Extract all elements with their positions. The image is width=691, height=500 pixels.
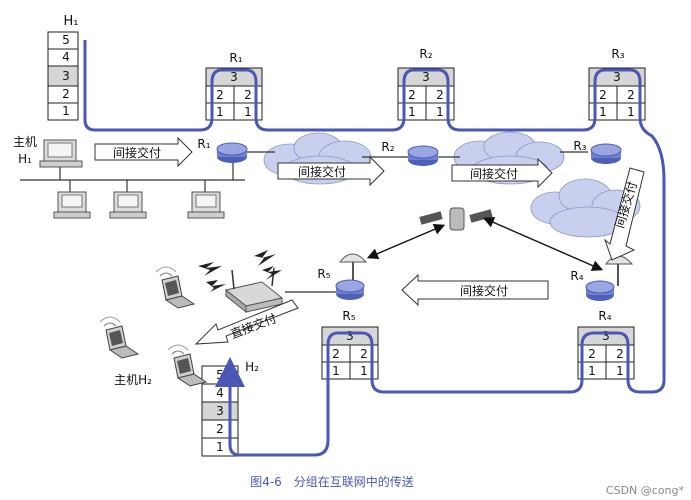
router-icon	[590, 143, 622, 164]
r4-protocol-stack: 3 2 2 1 1 R₄	[577, 309, 635, 380]
svg-text:3: 3	[230, 70, 238, 84]
svg-text:1: 1	[627, 105, 635, 119]
desktop-icon	[187, 191, 225, 219]
svg-text:3: 3	[346, 329, 354, 343]
r4-stack-label: R₄	[598, 309, 611, 323]
watermark: CSDN @cong*	[606, 484, 685, 497]
satellite-icon	[419, 207, 493, 231]
svg-text:1: 1	[616, 364, 624, 378]
svg-text:3: 3	[602, 329, 610, 343]
svg-text:5: 5	[216, 368, 224, 382]
r5-stack-label: R₅	[342, 309, 355, 323]
network-links	[246, 151, 588, 293]
svg-text:间接交付: 间接交付	[113, 145, 161, 160]
laptop-icon	[167, 344, 208, 387]
svg-text:1: 1	[408, 105, 416, 119]
svg-text:3: 3	[216, 404, 224, 418]
svg-text:2: 2	[408, 88, 416, 102]
dish-icon	[604, 255, 634, 286]
indirect-delivery-arrow-1: 间接交付	[94, 136, 193, 168]
r2-label: R₂	[381, 140, 394, 154]
svg-text:2: 2	[599, 88, 607, 102]
h2-main-host-label: 主机H₂	[114, 373, 152, 387]
indirect-delivery-arrow-3: 间接交付	[451, 157, 553, 189]
r4-label: R₄	[570, 269, 583, 283]
laptop-icon	[99, 316, 140, 359]
svg-text:直接交付: 直接交付	[228, 310, 278, 341]
r1-label: R₁	[197, 137, 210, 151]
figure-caption: 图4-6 分组在互联网中的传送	[250, 474, 414, 489]
h1-layer-3: 3	[62, 69, 70, 83]
r5-protocol-stack: 3 2 2 1 1 R₅	[321, 309, 379, 380]
main-host-label: 主机	[13, 135, 37, 149]
r2-stack-label: R₂	[419, 47, 432, 61]
h1-layer-4: 4	[62, 50, 70, 64]
h1-layer-1: 1	[62, 104, 70, 118]
svg-text:2: 2	[360, 347, 368, 361]
h1-layer-5: 5	[62, 33, 70, 47]
r5-label: R₅	[317, 267, 330, 281]
lightning-icon	[198, 250, 282, 292]
h1-protocol-stack: 5 4 3 2 1 H₁	[47, 14, 79, 121]
svg-text:2: 2	[332, 347, 340, 361]
svg-text:2: 2	[244, 88, 252, 102]
svg-text:2: 2	[588, 347, 596, 361]
desktop-icon	[53, 191, 91, 219]
router-icon	[335, 279, 365, 300]
svg-text:1: 1	[436, 105, 444, 119]
svg-text:间接交付: 间接交付	[460, 283, 508, 298]
satellite-links	[366, 217, 604, 271]
svg-text:1: 1	[588, 364, 596, 378]
router-icon	[407, 145, 439, 166]
indirect-delivery-arrow-5: 间接交付	[401, 273, 549, 307]
main-host-sub-label: H₁	[18, 152, 32, 166]
svg-text:1: 1	[216, 105, 224, 119]
r2-protocol-stack: 3 2 2 1 1 R₂	[397, 47, 455, 121]
r3-label: R₃	[573, 139, 586, 153]
svg-text:1: 1	[599, 105, 607, 119]
router-icon	[585, 280, 615, 301]
packet-path	[83, 40, 666, 457]
svg-text:1: 1	[216, 440, 224, 454]
svg-text:间接交付: 间接交付	[298, 164, 346, 179]
svg-text:3: 3	[422, 70, 430, 84]
h1-layer-2: 2	[62, 87, 70, 101]
r3-stack-label: R₃	[611, 47, 624, 61]
svg-text:间接交付: 间接交付	[470, 166, 518, 181]
svg-text:1: 1	[360, 364, 368, 378]
svg-text:2: 2	[627, 88, 635, 102]
indirect-delivery-arrow-2: 间接交付	[277, 155, 385, 187]
r1-stack-label: R₁	[229, 51, 242, 65]
r1-protocol-stack: 3 2 2 1 1 R₁	[205, 51, 263, 121]
h2-label: H₂	[245, 360, 259, 374]
svg-text:4: 4	[216, 386, 224, 400]
svg-text:2: 2	[616, 347, 624, 361]
svg-text:3: 3	[613, 70, 621, 84]
access-point-icon	[224, 267, 284, 314]
h1-label: H₁	[64, 14, 79, 29]
r3-protocol-stack: 3 2 2 1 1 R₃	[588, 47, 646, 121]
desktop-icon	[39, 139, 83, 168]
router-icon	[216, 142, 248, 163]
svg-text:1: 1	[244, 105, 252, 119]
svg-text:2: 2	[216, 422, 224, 436]
svg-text:1: 1	[332, 364, 340, 378]
laptop-icon	[155, 266, 196, 309]
desktop-icon	[109, 191, 147, 219]
dish-icon	[338, 253, 368, 280]
svg-text:2: 2	[216, 88, 224, 102]
svg-text:2: 2	[436, 88, 444, 102]
